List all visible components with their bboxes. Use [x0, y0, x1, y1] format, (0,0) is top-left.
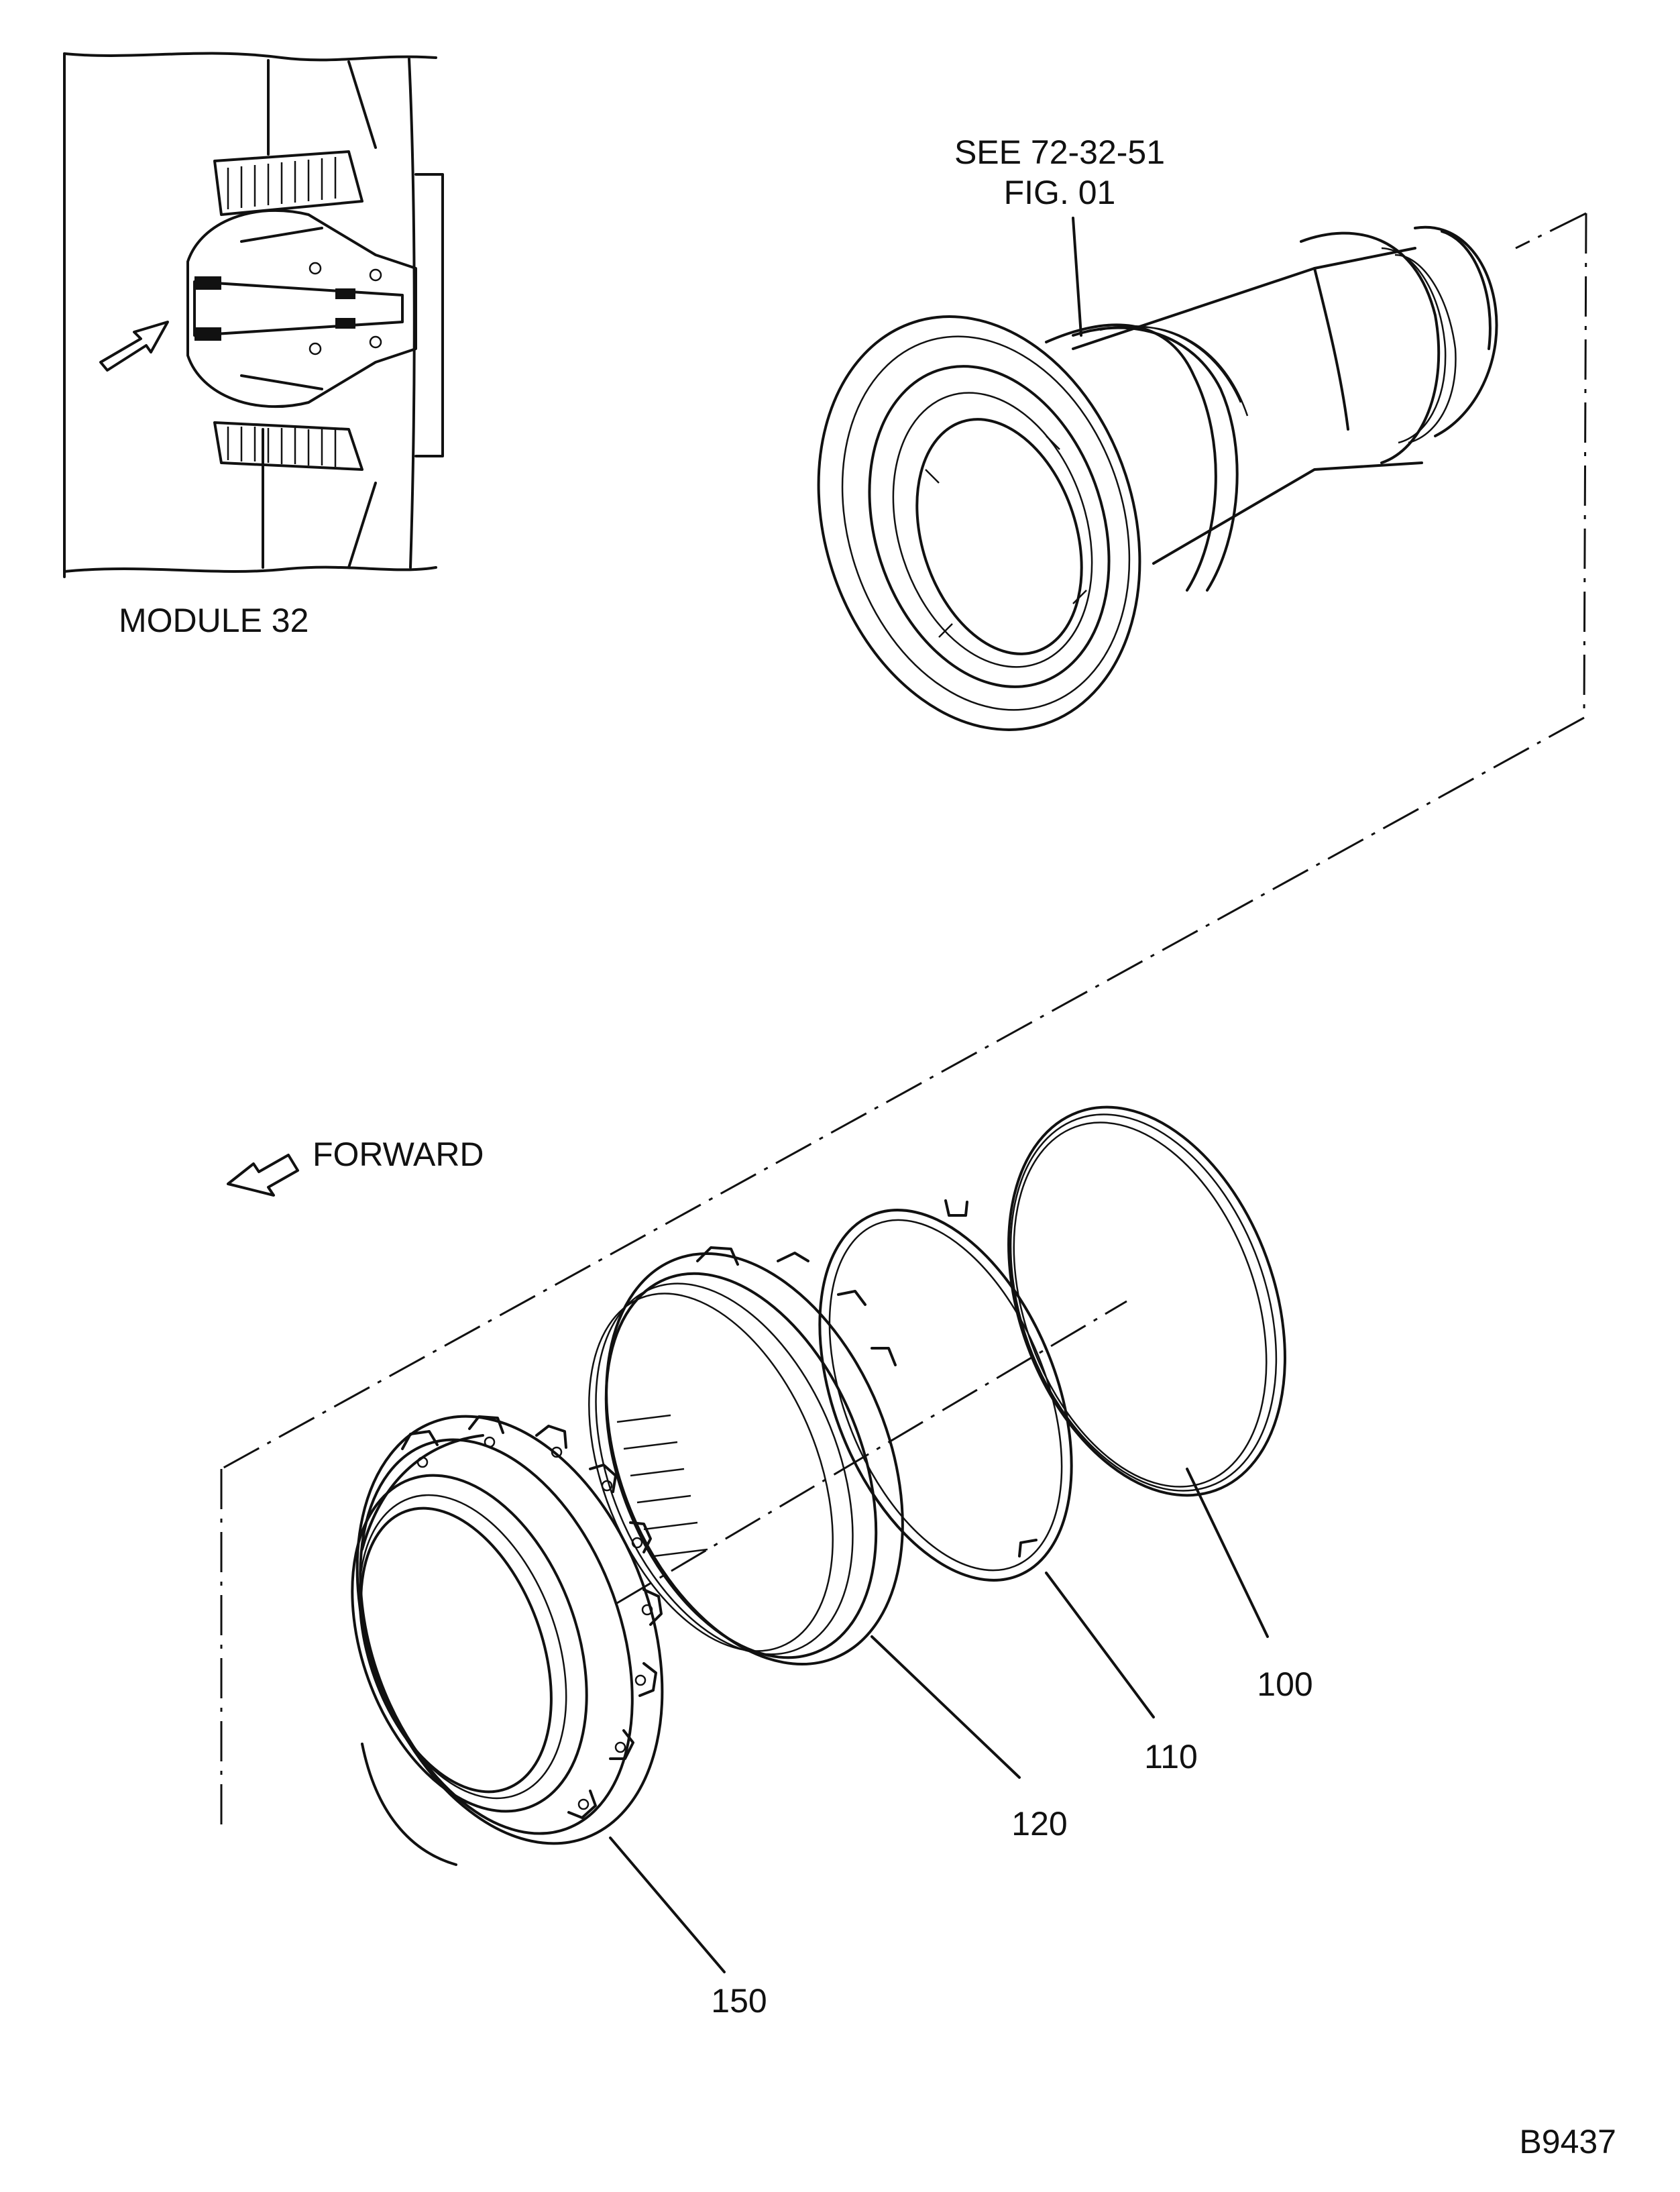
part-centerline [616, 1300, 1127, 1604]
leader-110 [1045, 1572, 1155, 1718]
forward-arrow-icon [227, 1154, 299, 1197]
callout-110: 110 [1144, 1738, 1198, 1775]
assembly-box-right [1583, 213, 1587, 718]
module-caption: MODULE 32 [119, 602, 309, 639]
shaft-assembly [817, 225, 1498, 731]
forward-label: FORWARD [313, 1136, 484, 1173]
reference-line-1: SEE 72-32-51 [954, 133, 1165, 171]
inset-arrow-icon [99, 321, 169, 372]
part-110-ring [818, 1199, 1073, 1582]
part-100-ring [1007, 1105, 1286, 1497]
reference-leader-line [1072, 217, 1082, 337]
part-120-ring [588, 1246, 904, 1666]
callout-120: 120 [1011, 1805, 1067, 1843]
module-32-inset: MODULE 32 [63, 52, 444, 639]
leader-150 [609, 1837, 726, 1973]
callout-100: 100 [1257, 1665, 1312, 1703]
assembly-centerline [1515, 212, 1587, 250]
leader-100 [1186, 1468, 1269, 1638]
reference-line-2: FIG. 01 [1004, 174, 1116, 211]
assembly-box-diagonal [221, 716, 1585, 1470]
part-150-nut [351, 1415, 664, 1866]
callout-150: 150 [711, 1982, 767, 2020]
forward-indicator: FORWARD [227, 1136, 484, 1197]
figure-id: B9437 [1519, 2123, 1616, 2160]
leader-120 [871, 1635, 1021, 1779]
